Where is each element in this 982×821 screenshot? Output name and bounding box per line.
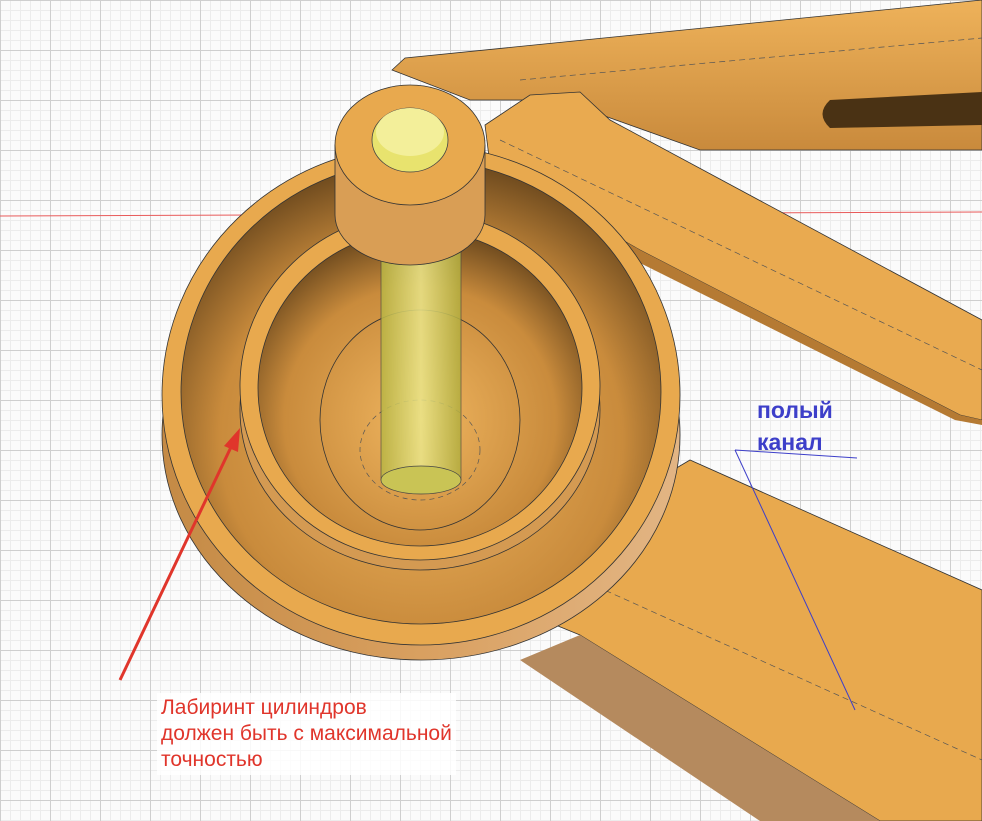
- annotation-line: канал: [757, 429, 823, 455]
- pivot-boss: [334, 84, 486, 266]
- red-arrow: [118, 428, 240, 681]
- top-arm: [391, 0, 982, 151]
- accuracy-annotation: Лабиринт цилиндров должен быть с максима…: [157, 693, 456, 775]
- annotation-line: точностью: [161, 748, 263, 771]
- blue-leader-lines: [734, 449, 858, 711]
- hollow-channel-annotation: полый канал: [757, 394, 833, 458]
- annotation-line: Лабиринт цилиндров: [161, 696, 367, 719]
- annotation-line: должен быть с максимальной: [161, 722, 452, 745]
- annotation-line: полый: [757, 397, 833, 423]
